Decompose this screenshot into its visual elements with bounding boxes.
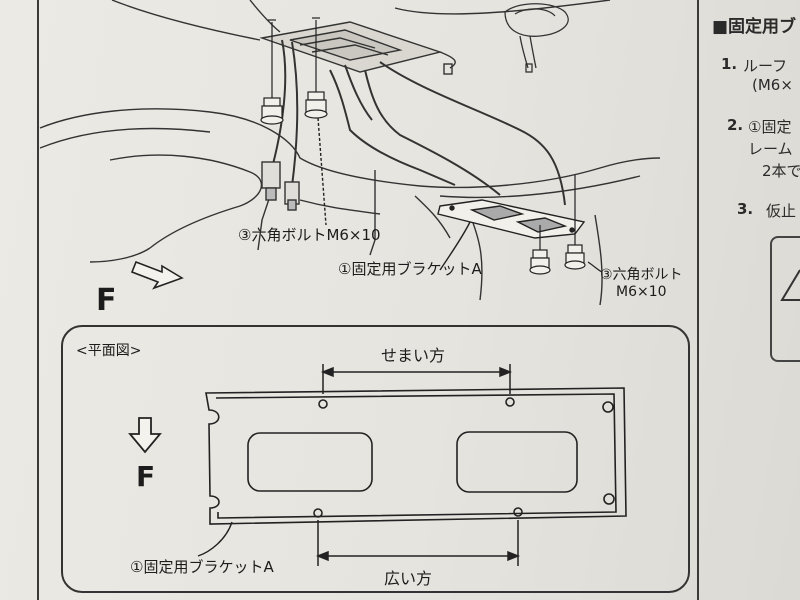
warning-box (770, 236, 800, 362)
bolt-label-right-line2: M6×10 (616, 284, 667, 300)
hole-bottom-right (513, 507, 523, 517)
direction-label-top: F (96, 283, 117, 318)
vehicle-roof-sketch (39, 0, 661, 306)
step1-number: 1. (721, 55, 738, 73)
roof-unit (259, 21, 566, 211)
right-col-heading: ■固定用ブ (712, 17, 797, 37)
bracket-label-top: ①固定用ブラケットA (338, 260, 482, 278)
step2-line1: ①固定 (748, 118, 792, 136)
hole-top-left (318, 399, 328, 409)
step1-line1: ルーフ (743, 57, 788, 75)
bolt-label-top: ③六角ボルトM6×10 (238, 226, 381, 244)
bolt-pointer (317, 117, 327, 226)
wide-side-dimension (315, 520, 521, 566)
hole-right-bottom (603, 493, 615, 505)
bolt-left-3d (260, 19, 284, 125)
step3-number: 3. (737, 200, 754, 218)
bracket-a-plan (205, 387, 627, 525)
headrest-sketch (504, 3, 569, 73)
hole-bottom-left (313, 508, 323, 518)
direction-arrow-plan (128, 417, 162, 454)
bolt-label-right-line1: ③六角ボルト (600, 267, 683, 283)
wide-side-label: 広い方 (384, 569, 433, 588)
step1-line2: (M6× (752, 76, 793, 94)
page-frame (37, 0, 699, 600)
warning-triangle-icon (780, 269, 800, 301)
bracket-plan-leader (197, 521, 233, 557)
plan-view-title: <平面図> (76, 343, 142, 359)
bolt-mid-3d (304, 17, 328, 119)
hole-top-right (505, 397, 515, 407)
bracket-a-3d (437, 199, 586, 271)
step2-number: 2. (727, 116, 744, 134)
bracket-label-bottom: ①固定用ブラケットA (130, 558, 274, 576)
step3-line1: 仮止 (766, 202, 797, 220)
narrow-side-label: せまい方 (381, 346, 446, 365)
bolt-right-b-3d (564, 175, 603, 273)
direction-arrow-3d (130, 260, 184, 290)
plan-cutout-right (456, 431, 578, 493)
plan-view-panel (61, 325, 690, 593)
plan-cutout-left (247, 432, 373, 492)
step2-line2: レーム (748, 140, 793, 158)
bolt-right-a-3d (529, 225, 551, 275)
step2-line3: 2本で (762, 162, 800, 180)
direction-label-plan: F (136, 460, 156, 493)
hole-right-top (602, 401, 614, 413)
